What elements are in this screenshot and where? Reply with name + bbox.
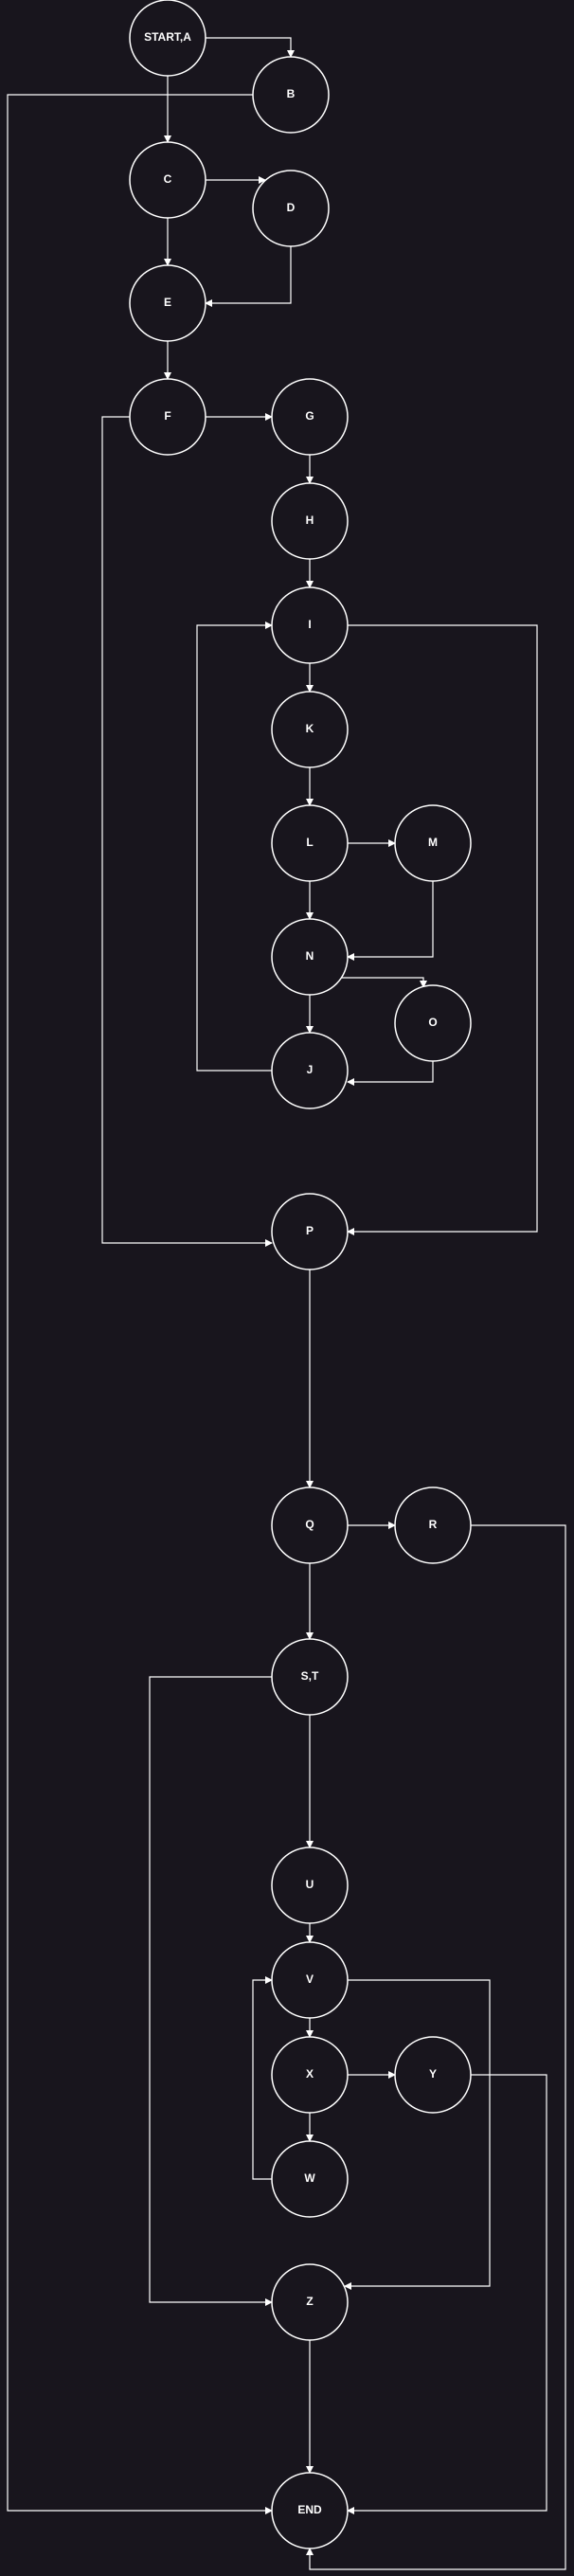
node-circle (252, 170, 330, 247)
node-end: END (271, 2472, 349, 2549)
node-label: F (164, 409, 170, 423)
node-r: R (394, 1486, 472, 1564)
node-circle (271, 1638, 349, 1716)
node-k: K (271, 691, 349, 768)
edge-a-to-b (206, 37, 295, 58)
node-circle (271, 482, 349, 560)
node-b: B (252, 56, 330, 134)
node-circle (271, 2263, 349, 2341)
node-circle (394, 984, 472, 1062)
node-label: U (306, 1878, 314, 1891)
node-g: G (271, 378, 349, 456)
node-label: END (297, 2503, 322, 2516)
node-label: G (305, 409, 314, 423)
node-label: M (428, 836, 438, 849)
node-f: F (129, 378, 206, 456)
edge-y-to-end (347, 2074, 547, 2514)
node-circle (271, 804, 349, 882)
edge-f-to-p (101, 416, 273, 1247)
node-label: W (304, 2171, 315, 2185)
node-label: S,T (301, 1669, 319, 1683)
node-label: START,A (144, 30, 191, 44)
node-circle (271, 1193, 349, 1270)
node-circle (271, 1846, 349, 1924)
node-y: Y (394, 2036, 472, 2114)
edge-m-to-n (347, 881, 434, 961)
node-circle (271, 2036, 349, 2114)
edge-b-to-end (7, 94, 273, 2514)
nodes-layer: START,A B C D E F G H I K L M N O J P Q R S,T U V X Y W Z END (129, 0, 472, 2549)
node-circle (271, 2472, 349, 2549)
node-circle (252, 56, 330, 134)
node-circle (271, 1486, 349, 1564)
edge-w-to-v (252, 1976, 273, 2180)
node-circle (129, 141, 206, 219)
node-circle (394, 2036, 472, 2114)
node-circle (271, 2140, 349, 2218)
edge-st-to-z (149, 1676, 273, 2306)
node-m: M (394, 804, 472, 882)
edge-v-to-z (344, 1979, 491, 2290)
node-o: O (394, 984, 472, 1062)
node-circle (271, 378, 349, 456)
edge-d-to-e (205, 246, 292, 307)
node-circle (394, 1486, 472, 1564)
node-q: Q (271, 1486, 349, 1564)
node-u: U (271, 1846, 349, 1924)
node-label: X (306, 2067, 314, 2081)
node-label: B (287, 87, 296, 100)
node-z: Z (271, 2263, 349, 2341)
node-label: J (307, 1063, 314, 1076)
node-a: START,A (129, 0, 206, 77)
node-label: L (306, 836, 313, 849)
node-e: E (129, 264, 206, 342)
node-circle (271, 1032, 349, 1109)
edges-layer (7, 37, 566, 2570)
node-circle (129, 264, 206, 342)
node-label: C (164, 172, 172, 186)
node-label: R (429, 1518, 438, 1531)
node-label: N (306, 949, 314, 963)
node-label: Z (306, 2295, 313, 2308)
node-v: V (271, 1941, 349, 2019)
node-circle (271, 586, 349, 664)
node-p: P (271, 1193, 349, 1270)
node-l: L (271, 804, 349, 882)
edge-n-to-o (337, 977, 427, 988)
edge-j-to-i (196, 621, 273, 1072)
edge-r-to-end (306, 1524, 566, 2570)
node-h: H (271, 482, 349, 560)
node-d: D (252, 170, 330, 247)
node-label: D (287, 201, 296, 214)
node-label: I (308, 618, 311, 631)
node-label: O (428, 1016, 437, 1029)
node-label: Q (305, 1518, 314, 1531)
node-label: Y (429, 2067, 437, 2081)
node-x: X (271, 2036, 349, 2114)
node-circle (129, 378, 206, 456)
node-label: E (164, 296, 171, 309)
node-w: W (271, 2140, 349, 2218)
node-st: S,T (271, 1638, 349, 1716)
node-j: J (271, 1032, 349, 1109)
edge-i-to-p (347, 624, 538, 1235)
node-n: N (271, 918, 349, 996)
node-circle (271, 918, 349, 996)
node-label: V (306, 1973, 314, 1986)
node-c: C (129, 141, 206, 219)
node-label: H (306, 513, 314, 527)
node-circle (394, 804, 472, 882)
node-circle (271, 1941, 349, 2019)
edge-o-to-j (347, 1061, 434, 1086)
node-i: I (271, 586, 349, 664)
node-label: P (306, 1224, 314, 1237)
node-label: K (306, 722, 314, 735)
node-circle (271, 691, 349, 768)
node-circle (129, 0, 206, 77)
